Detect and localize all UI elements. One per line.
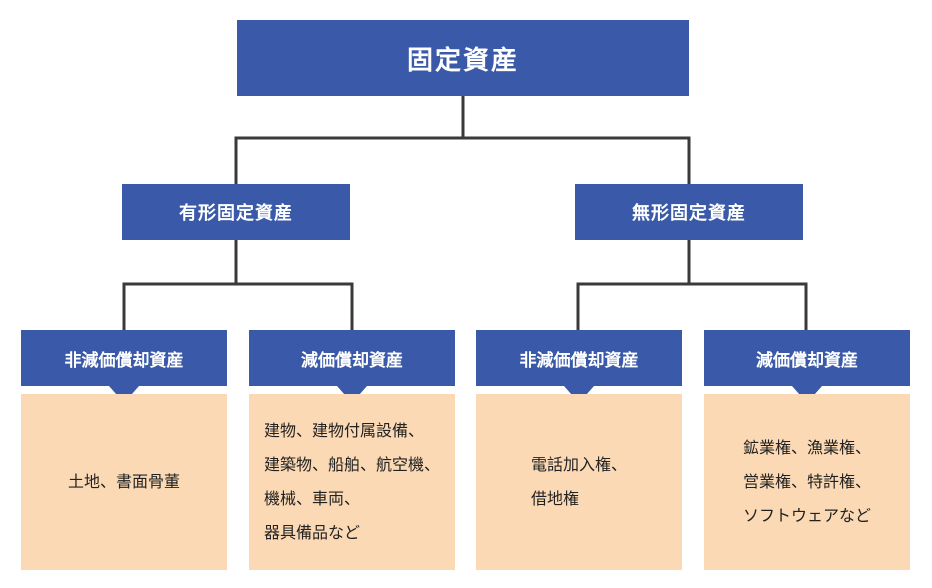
leaf-box-intangible-depreciable: 鉱業権、漁業権、 営業権、特許権、 ソフトウェアなど bbox=[704, 394, 910, 570]
root-node: 固定資産 bbox=[237, 20, 689, 96]
leaf-text-line: 借地権 bbox=[530, 489, 579, 508]
connector-tangible-to-nondepreciable bbox=[122, 240, 238, 330]
leaf-text-line: ソフトウェアなど bbox=[742, 506, 871, 525]
connector-root-to-tangible bbox=[234, 96, 465, 184]
leaf-text-line: 機械、車両、 bbox=[263, 489, 360, 508]
category-node-intangible-nondepreciable: 非減価償却資産 bbox=[476, 330, 682, 403]
leaf-text-line: 営業権、特許権、 bbox=[742, 472, 871, 491]
leaf-text-line: 器具備品など bbox=[263, 523, 360, 542]
leaf-box-intangible-nondepreciable: 電話加入権、 借地権 bbox=[476, 394, 682, 570]
leaf-box-tangible-nondepreciable: 土地、書面骨董 bbox=[21, 394, 227, 570]
branch-node-intangible: 無形固定資産 bbox=[575, 184, 803, 240]
connector-tangible-to-depreciable bbox=[236, 282, 354, 330]
leaf-text-line: 鉱業権、漁業権、 bbox=[742, 438, 871, 457]
category-node-tangible-nondepreciable: 非減価償却資産 bbox=[21, 330, 227, 403]
connector-root-to-intangible bbox=[463, 136, 691, 184]
connector-intangible-to-depreciable bbox=[689, 282, 808, 330]
category-node-intangible-depreciable: 減価償却資産 bbox=[704, 330, 910, 403]
branch-node-tangible: 有形固定資産 bbox=[122, 184, 350, 240]
leaf-text-line: 土地、書面骨董 bbox=[67, 472, 180, 491]
leaf-box-tangible-depreciable: 建物、建物付属設備、 建築物、船舶、航空機、 機械、車両、 器具備品など bbox=[249, 394, 455, 570]
leaf-text-line: 建物、建物付属設備、 bbox=[263, 421, 424, 440]
category-node-tangible-depreciable: 減価償却資産 bbox=[249, 330, 455, 403]
leaf-text-line: 電話加入権、 bbox=[530, 455, 627, 474]
connector-intangible-to-nondepreciable bbox=[576, 240, 691, 330]
leaf-text-line: 建築物、船舶、航空機、 bbox=[263, 455, 440, 474]
